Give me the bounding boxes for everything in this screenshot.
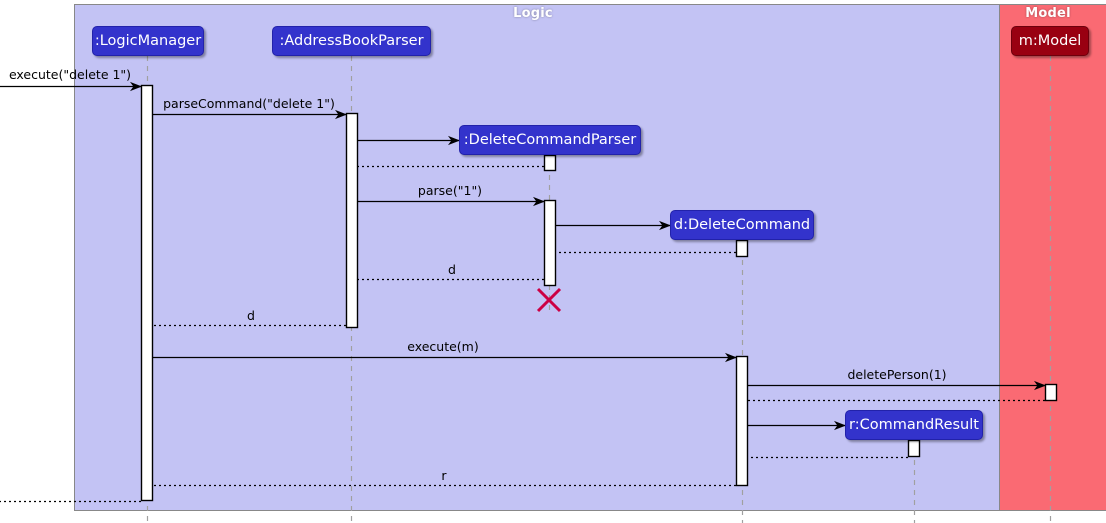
- participant-delete-command-label: d:DeleteCommand: [673, 217, 811, 233]
- participant-address-book-parser-label: :AddressBookParser: [279, 33, 424, 49]
- msg-return-d-to-parser-label: d: [448, 262, 456, 277]
- participant-model-label: m:Model: [1018, 33, 1082, 49]
- activations-group: [140, 84, 1058, 502]
- activation-logic-manager: [140, 84, 154, 502]
- model-frame-label: Model: [1025, 6, 1071, 21]
- frames-group: [74, 4, 1106, 511]
- destroy-markers-group: [536, 287, 562, 313]
- participant-delete-command[interactable]: d:DeleteCommand: [670, 210, 814, 240]
- msg-execute-delete1-label: execute("delete 1"): [8, 67, 132, 82]
- msg-execute-m-label: execute(m): [407, 339, 479, 354]
- activation-command-result-create: [907, 439, 921, 458]
- messages-group: [0, 81, 1046, 507]
- participant-command-result[interactable]: r:CommandResult: [845, 410, 983, 440]
- participant-command-result-label: r:CommandResult: [849, 417, 979, 433]
- activation-delete-command-create: [735, 239, 749, 258]
- participant-delete-command-parser-label: :DeleteCommandParser: [463, 132, 637, 148]
- participant-model[interactable]: m:Model: [1011, 26, 1089, 56]
- msg-return-d-to-logic-label: d: [247, 308, 255, 323]
- activation-address-book-parser: [345, 112, 359, 329]
- activation-delete-command-parser-create: [543, 154, 557, 172]
- msg-delete-person-label: deletePerson(1): [847, 367, 947, 382]
- participant-logic-manager-label: :LogicManager: [94, 33, 202, 49]
- msg-parse-command-label: parseCommand("delete 1"): [163, 96, 335, 111]
- activation-delete-command-execute: [735, 355, 749, 487]
- activation-delete-command-parser-parse: [543, 199, 557, 287]
- participant-address-book-parser[interactable]: :AddressBookParser: [272, 26, 431, 56]
- destroy-delete-command-parser-stroke-2: [536, 287, 562, 313]
- msg-return-r-label: r: [441, 468, 447, 483]
- activation-model-delete: [1044, 383, 1058, 402]
- participant-logic-manager[interactable]: :LogicManager: [92, 26, 204, 56]
- participant-delete-command-parser[interactable]: :DeleteCommandParser: [459, 125, 641, 155]
- msg-parse-1-label: parse("1"): [417, 183, 483, 198]
- model-frame: [999, 4, 1106, 511]
- logic-frame-label: Logic: [513, 6, 553, 21]
